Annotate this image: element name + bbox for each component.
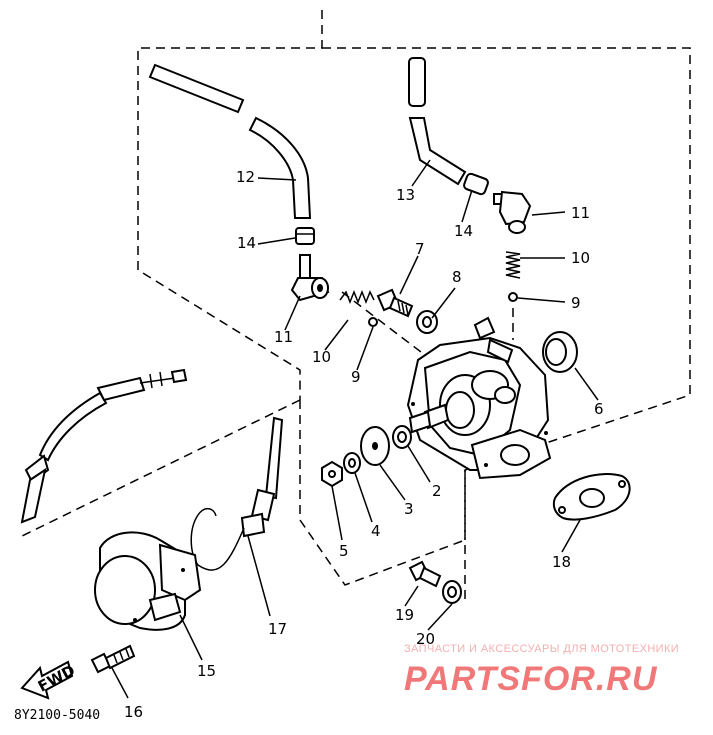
check-ball-left (368, 317, 378, 327)
check-ball-right (508, 292, 518, 302)
callout-18: 18 (552, 553, 571, 571)
callout-19: 19 (395, 606, 414, 624)
callout-5: 5 (339, 542, 349, 560)
callout-20: 20 (416, 630, 435, 648)
hose-clamp-right (463, 172, 489, 196)
callout-2: 2 (432, 482, 442, 500)
screw-16 (90, 644, 136, 674)
callout-16: 16 (124, 703, 143, 721)
callout-7: 7 (415, 240, 425, 258)
check-spring-right (505, 251, 521, 279)
oil-hose-right (408, 57, 467, 186)
oil-hose-left (148, 63, 312, 219)
watermark-tagline: ЗАПЧАСТИ И АКСЕССУАРЫ ДЛЯ МОТОТЕХНИКИ (404, 643, 679, 655)
banjo-fitting-left (290, 254, 330, 302)
pump-cover-15 (94, 531, 202, 631)
dashed-boundary (19, 10, 691, 600)
callout-8: 8 (452, 268, 462, 286)
callout-3: 3 (404, 500, 414, 518)
watermark-logo: PARTSFOR.RU (404, 660, 658, 698)
oil-seal-6 (542, 331, 578, 373)
callout-6: 6 (594, 400, 604, 418)
callout-17: 17 (268, 620, 287, 638)
callout-11-left: 11 (274, 328, 293, 346)
lock-washer-4 (343, 452, 361, 474)
oil-pump-body (406, 316, 552, 480)
pump-cable (20, 368, 188, 524)
callout-15: 15 (197, 662, 216, 680)
callout-4: 4 (371, 522, 381, 540)
fwd-label: FWD (35, 661, 78, 695)
fwd-arrow-icon: FWD (20, 660, 78, 700)
gasket-18 (552, 473, 631, 521)
washer-8 (416, 310, 438, 334)
callout-10-right: 10 (571, 249, 590, 267)
callout-12: 12 (236, 168, 255, 186)
callout-10-left: 10 (312, 348, 331, 366)
hose-clamp-left (295, 227, 315, 245)
callout-13: 13 (396, 186, 415, 204)
part-code: 8Y2100-5040 (14, 708, 100, 723)
bolt-7 (376, 288, 414, 318)
banjo-fitting-right (493, 190, 532, 234)
bolt-19 (408, 560, 442, 588)
callout-11-right: 11 (571, 204, 590, 222)
callout-14-left: 14 (237, 234, 256, 252)
check-spring-left (339, 289, 375, 305)
washer-20 (442, 580, 462, 604)
washer-2 (392, 425, 412, 449)
plate-3 (360, 426, 390, 466)
callout-9-left: 9 (351, 368, 361, 386)
callout-9-right: 9 (571, 294, 581, 312)
leader-lines (111, 159, 599, 699)
watermark: ЗАПЧАСТИ И АКСЕССУАРЫ ДЛЯ МОТОТЕХНИКИ PA… (404, 643, 679, 698)
nut-5 (321, 460, 343, 488)
cable-17 (190, 416, 284, 571)
callout-14-right: 14 (454, 222, 473, 240)
callout-labels: 12 14 11 10 9 13 14 11 10 9 7 8 6 2 3 4 … (124, 168, 604, 721)
